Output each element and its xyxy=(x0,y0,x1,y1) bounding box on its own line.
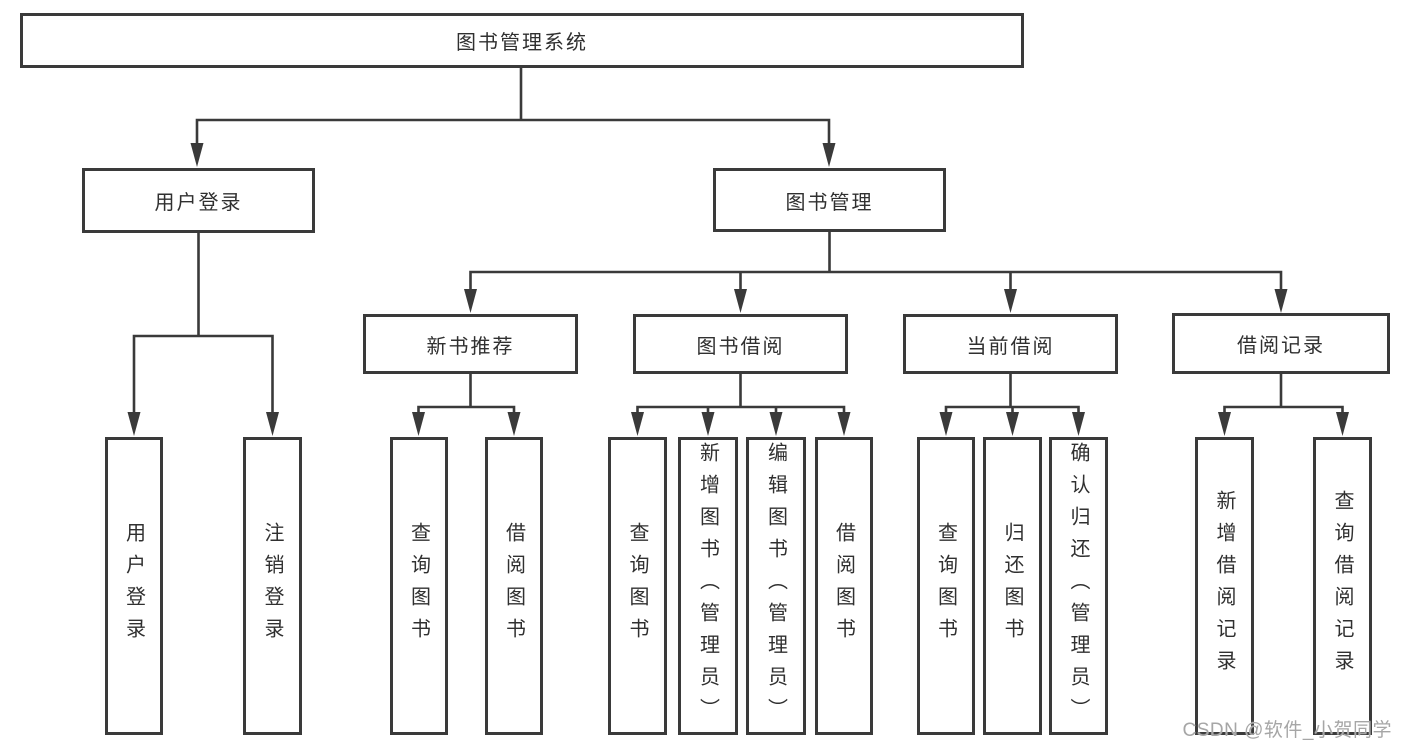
node-root-system: 图书管理系统 xyxy=(20,13,1024,68)
leaf-return-books: 归还图书 xyxy=(983,437,1042,735)
node-new-book-recommend: 新书推荐 xyxy=(363,314,578,374)
leaf-return-books-label: 归还图书 xyxy=(1001,522,1023,650)
node-book-borrow: 图书借阅 xyxy=(633,314,848,374)
leaf-confirm-return-admin: 确认归还（管理员） xyxy=(1049,437,1108,735)
node-user-login: 用户登录 xyxy=(82,168,315,233)
node-new-book-recommend-label: 新书推荐 xyxy=(426,335,515,358)
csdn-watermark: CSDN @软件_小贺同学 xyxy=(1182,720,1392,741)
leaf-query-borrow-record-label: 查询借阅记录 xyxy=(1331,490,1353,682)
node-book-borrow-label: 图书借阅 xyxy=(696,335,785,358)
node-current-borrow-label: 当前借阅 xyxy=(966,335,1055,358)
leaf-add-books-admin: 新增图书（管理员） xyxy=(678,437,738,735)
leaf-query-books-current-label: 查询图书 xyxy=(934,522,957,650)
leaf-query-books-borrow-label: 查询图书 xyxy=(626,522,648,650)
leaf-borrow-books-recommend-label: 借阅图书 xyxy=(502,522,525,650)
leaf-logout-label: 注销登录 xyxy=(261,522,283,650)
node-borrow-record: 借阅记录 xyxy=(1172,313,1390,374)
node-current-borrow: 当前借阅 xyxy=(903,314,1118,374)
leaf-edit-books-admin-label: 编辑图书（管理员） xyxy=(764,442,787,730)
node-borrow-record-label: 借阅记录 xyxy=(1237,335,1325,357)
node-user-login-label: 用户登录 xyxy=(154,192,243,214)
leaf-user-login-label: 用户登录 xyxy=(122,522,145,650)
leaf-query-books-borrow: 查询图书 xyxy=(608,437,667,735)
leaf-borrow-books-borrow: 借阅图书 xyxy=(815,437,873,735)
leaf-logout: 注销登录 xyxy=(243,437,302,735)
node-book-management: 图书管理 xyxy=(713,168,946,232)
leaf-user-login: 用户登录 xyxy=(105,437,163,735)
node-root-label: 图书管理系统 xyxy=(456,32,588,54)
leaf-query-books-current: 查询图书 xyxy=(917,437,975,735)
leaf-add-borrow-record-label: 新增借阅记录 xyxy=(1213,490,1235,682)
leaf-query-books-recommend: 查询图书 xyxy=(390,437,448,735)
leaf-add-books-admin-label: 新增图书（管理员） xyxy=(696,442,719,730)
leaf-borrow-books-recommend: 借阅图书 xyxy=(485,437,543,735)
leaf-borrow-books-borrow-label: 借阅图书 xyxy=(832,522,855,650)
node-book-management-label: 图书管理 xyxy=(785,191,874,214)
leaf-add-borrow-record: 新增借阅记录 xyxy=(1195,437,1254,735)
leaf-edit-books-admin: 编辑图书（管理员） xyxy=(746,437,806,735)
leaf-query-borrow-record: 查询借阅记录 xyxy=(1313,437,1372,735)
leaf-query-books-recommend-label: 查询图书 xyxy=(407,522,430,650)
leaf-confirm-return-admin-label: 确认归还（管理员） xyxy=(1067,442,1089,730)
